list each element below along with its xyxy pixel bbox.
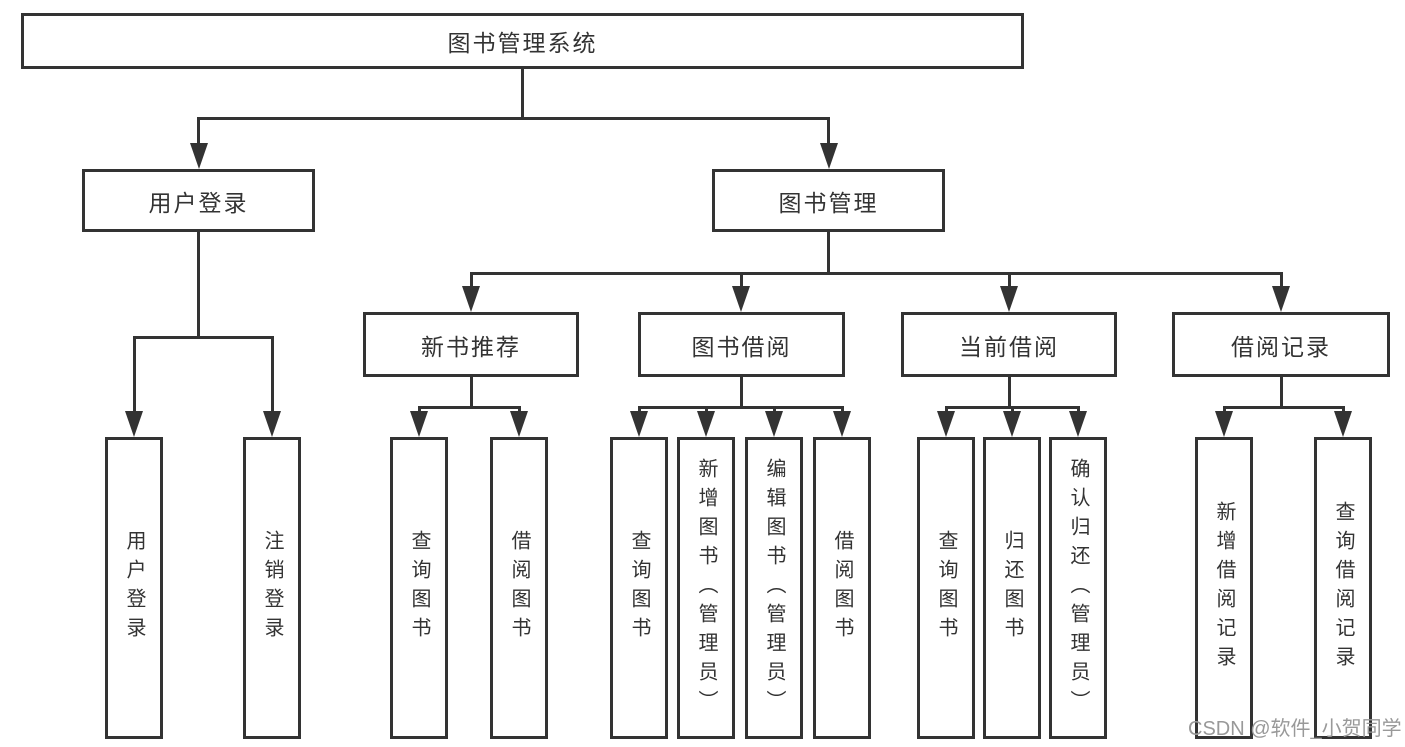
leaf-query-books-current: 查询图书 (917, 437, 975, 739)
leaf-query-borrowing-record: 查询借阅记录 (1314, 437, 1372, 739)
connector-line (133, 336, 136, 414)
connector-line (1077, 406, 1080, 414)
connector-line (638, 406, 844, 409)
arrowhead-down-icon (510, 411, 528, 437)
connector-line (197, 117, 830, 120)
connector-line (740, 377, 743, 409)
watermark: CSDN @软件_小贺同学 (1188, 718, 1402, 740)
node-label: 用户登录 (148, 189, 249, 216)
leaf-label: 借阅图书 (508, 530, 530, 646)
connector-line (945, 406, 948, 414)
connector-line (827, 232, 830, 275)
node-library-system: 图书管理系统 (21, 13, 1024, 69)
arrowhead-down-icon (820, 143, 838, 169)
node-label: 借阅记录 (1231, 333, 1331, 360)
arrowhead-down-icon (462, 286, 480, 312)
connector-line (827, 117, 830, 145)
node-label: 图书借阅 (691, 333, 792, 360)
arrowhead-down-icon (765, 411, 783, 437)
arrowhead-down-icon (630, 411, 648, 437)
arrowhead-down-icon (190, 143, 208, 169)
node-label: 新书推荐 (421, 333, 521, 360)
connector-line (1011, 406, 1014, 414)
connector-line (197, 232, 200, 339)
arrowhead-down-icon (410, 411, 428, 437)
leaf-return-books: 归还图书 (983, 437, 1041, 739)
arrowhead-down-icon (1215, 411, 1233, 437)
connector-line (418, 406, 521, 409)
node-label: 当前借阅 (959, 333, 1059, 360)
connector-line (841, 406, 844, 414)
leaf-label: 借阅图书 (831, 530, 853, 646)
node-user-login: 用户登录 (82, 169, 315, 232)
connector-line (1223, 406, 1344, 409)
connector-line (773, 406, 776, 414)
arrowhead-down-icon (833, 411, 851, 437)
connector-line (418, 406, 421, 414)
connector-line (705, 406, 708, 414)
leaf-confirm-return-admin: 确认归还（管理员） (1049, 437, 1107, 739)
leaf-borrow-books-borrowing: 借阅图书 (813, 437, 871, 739)
connector-line (1280, 377, 1283, 409)
leaf-label: 归还图书 (1001, 530, 1023, 646)
connector-line (271, 336, 274, 414)
connector-line (1280, 272, 1283, 289)
node-book-management: 图书管理 (712, 169, 945, 232)
connector-line (521, 69, 524, 120)
connector-line (1342, 406, 1345, 414)
leaf-query-books-recommend: 查询图书 (390, 437, 448, 739)
leaf-user-login: 用户登录 (105, 437, 163, 739)
leaf-logout: 注销登录 (243, 437, 301, 739)
leaf-label: 注销登录 (261, 530, 283, 646)
connector-line (133, 336, 274, 339)
arrowhead-down-icon (732, 286, 750, 312)
connector-line (638, 406, 641, 414)
leaf-edit-books-admin: 编辑图书（管理员） (745, 437, 803, 739)
node-current-borrowing: 当前借阅 (901, 312, 1117, 377)
arrowhead-down-icon (1069, 411, 1087, 437)
leaf-label: 确认归还（管理员） (1067, 457, 1089, 719)
leaf-label: 查询图书 (408, 530, 430, 646)
connector-line (1008, 272, 1011, 289)
connector-line (740, 272, 743, 289)
connector-line (470, 377, 473, 409)
leaf-query-books-borrowing: 查询图书 (610, 437, 668, 739)
arrowhead-down-icon (263, 411, 281, 437)
node-label: 图书管理 (778, 189, 879, 216)
arrowhead-down-icon (937, 411, 955, 437)
node-borrowing-records: 借阅记录 (1172, 312, 1390, 377)
arrowhead-down-icon (1000, 286, 1018, 312)
leaf-label: 查询借阅记录 (1332, 501, 1354, 675)
leaf-label: 用户登录 (123, 530, 145, 646)
connector-line (1223, 406, 1226, 414)
arrowhead-down-icon (1272, 286, 1290, 312)
node-book-borrowing: 图书借阅 (638, 312, 845, 377)
node-new-book-recommendation: 新书推荐 (363, 312, 579, 377)
leaf-label: 新增借阅记录 (1213, 501, 1235, 675)
arrowhead-down-icon (1003, 411, 1021, 437)
leaf-add-books-admin: 新增图书（管理员） (677, 437, 735, 739)
arrowhead-down-icon (1334, 411, 1352, 437)
connector-line (1008, 377, 1011, 409)
leaf-label: 编辑图书（管理员） (763, 457, 785, 719)
node-label: 图书管理系统 (447, 30, 598, 56)
connector-line (197, 117, 200, 145)
connector-line (470, 272, 473, 289)
connector-line (470, 272, 1283, 275)
leaf-label: 查询图书 (935, 530, 957, 646)
leaf-borrow-books-recommend: 借阅图书 (490, 437, 548, 739)
leaf-add-borrowing-record: 新增借阅记录 (1195, 437, 1253, 739)
connector-line (518, 406, 521, 414)
leaf-label: 新增图书（管理员） (695, 457, 717, 719)
arrowhead-down-icon (125, 411, 143, 437)
leaf-label: 查询图书 (628, 530, 650, 646)
arrowhead-down-icon (697, 411, 715, 437)
